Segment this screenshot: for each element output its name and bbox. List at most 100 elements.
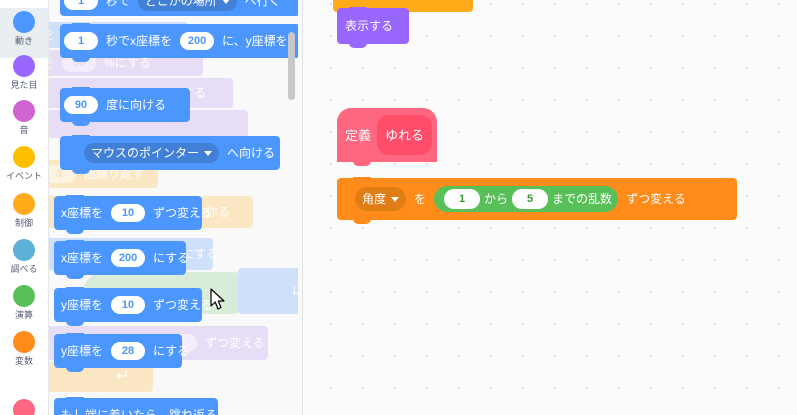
palette-block-glide-to[interactable]: 1 秒で どこかの場所 へ行く: [60, 0, 298, 16]
set-y-prefix: y座標を: [61, 344, 104, 358]
control-category-icon: [13, 193, 35, 215]
palette-block-point-towards[interactable]: マウスのポインター へ向ける: [60, 135, 280, 174]
workspace-define-hat-block[interactable]: 定義 ゆれる: [337, 108, 437, 166]
block-notch-top: [353, 177, 371, 182]
sidebar-item-label: 音: [19, 125, 29, 135]
sensing-category-icon: [13, 239, 35, 261]
glide-target-label: どこかの場所: [145, 0, 217, 8]
block-notch-top: [66, 240, 84, 245]
ghost-block-suffix: にする: [182, 247, 219, 261]
ghost-block-suffix: ずつ変える: [205, 336, 265, 350]
glide-mid-label: 秒で: [106, 0, 131, 8]
random-mid-label: から: [484, 192, 509, 206]
sound-category-icon: [13, 100, 35, 122]
palette-block-change-x-by[interactable]: x座標を 10 ずつ変える: [54, 195, 213, 234]
palette-block-if-on-edge-bounce[interactable]: もし端に着いたら、跳ね返る: [54, 397, 218, 415]
sidebar-item-label: 制御: [14, 218, 33, 228]
block-notch-top: [66, 333, 84, 338]
block-notch-top: [72, 135, 90, 140]
block-notch-bottom: [66, 229, 84, 234]
palette-block-change-y-by[interactable]: y座標を 10 ずつ変える: [54, 287, 213, 326]
block-notch-top: [349, 7, 367, 12]
block-notch-top: [72, 87, 90, 92]
set-y-input[interactable]: 28: [111, 342, 146, 360]
glide-xy-post-label: に、y座標を: [222, 34, 288, 48]
category-sidebar[interactable]: 動き 見た目 音 イベント 制御 調べる 演算 変数: [0, 0, 49, 415]
define-keyword-label: 定義: [345, 127, 372, 143]
point-towards-label: マウスのポインター: [91, 146, 200, 160]
palette-block-glide-xy[interactable]: 1 秒でx座標を 200 に、y座標を: [60, 23, 298, 62]
procedure-prototype-label[interactable]: ゆれる: [377, 115, 433, 155]
change-x-prefix: x座標を: [61, 206, 104, 220]
palette-scrollbar[interactable]: [288, 32, 295, 100]
block-notch-bottom: [66, 321, 84, 326]
chevron-down-icon: [204, 150, 213, 156]
set-x-prefix: x座標を: [61, 251, 104, 265]
glide-xy-x-input[interactable]: 200: [180, 32, 215, 50]
glide-target-dropdown[interactable]: どこかの場所: [138, 0, 237, 11]
sidebar-item-my-blocks[interactable]: [0, 396, 48, 415]
chevron-down-icon: [391, 196, 400, 202]
variable-connector-label: を: [414, 192, 427, 206]
block-notch-bottom: [72, 57, 90, 62]
block-notch-top: [66, 397, 84, 402]
sidebar-item-motion[interactable]: 動き: [0, 8, 48, 58]
glide-xy-mid-label: 秒でx座標を: [106, 34, 173, 48]
palette-block-set-y-to[interactable]: y座標を 28 にする: [54, 333, 189, 372]
motion-category-icon: [13, 11, 35, 33]
change-by-suffix-label: ずつ変える: [626, 192, 686, 206]
block-notch-bottom: [66, 274, 84, 279]
direction-input[interactable]: 90: [64, 96, 98, 114]
sidebar-item-operators[interactable]: 演算: [0, 282, 48, 332]
variables-category-icon: [13, 331, 35, 353]
workspace-canvas[interactable]: 表示する 定義 ゆれる 角度 を 1 から 5 までの乱数 ずつ変える: [303, 0, 797, 415]
point-towards-dropdown[interactable]: マウスのポインター: [84, 143, 220, 163]
glide-seconds-input[interactable]: 1: [64, 0, 98, 10]
direction-label: 度に向ける: [106, 98, 167, 112]
palette-block-set-x-to[interactable]: x座標を 200 にする: [54, 240, 189, 279]
sidebar-item-looks[interactable]: 見た目: [0, 52, 48, 102]
glide-post-label: へ行く: [244, 0, 281, 8]
change-y-input[interactable]: 10: [111, 296, 146, 314]
sidebar-item-label: 調べる: [10, 264, 38, 274]
workspace-change-variable-block[interactable]: 角度 を 1 から 5 までの乱数 ずつ変える: [337, 177, 737, 224]
workspace-looks-show-block[interactable]: 表示する: [337, 7, 409, 48]
sidebar-item-label: イベント: [5, 171, 42, 181]
ghost-block-suffix: %にする: [104, 56, 151, 70]
sidebar-item-events[interactable]: イベント: [0, 143, 48, 193]
ghost-block-prefix: を: [48, 28, 55, 42]
ghost-block-set-generic: にする: [238, 268, 298, 314]
block-notch-top: [72, 23, 90, 28]
sidebar-item-variables[interactable]: 変数: [0, 328, 48, 378]
block-notch-bottom: [66, 367, 84, 372]
sidebar-item-sensing[interactable]: 調べる: [0, 236, 48, 286]
point-towards-suffix: へ向ける: [227, 146, 276, 160]
block-notch-top: [66, 195, 84, 200]
random-to-input[interactable]: 5: [512, 189, 549, 209]
chevron-down-icon: [221, 0, 230, 4]
glide-xy-seconds-input[interactable]: 1: [64, 32, 98, 50]
my-blocks-category-icon: [13, 399, 35, 415]
change-y-suffix: ずつ変える: [153, 298, 213, 312]
sidebar-item-sound[interactable]: 音: [0, 97, 48, 147]
change-x-input[interactable]: 10: [111, 204, 146, 222]
set-x-input[interactable]: 200: [111, 249, 146, 267]
palette-block-point-in-direction[interactable]: 90 度に向ける: [60, 87, 190, 126]
block-palette[interactable]: を -100 にする を 50 %にする にする 3 回繰り返す ンを作る にす…: [48, 0, 298, 415]
operators-category-icon: [13, 285, 35, 307]
random-tail-label: までの乱数: [552, 192, 613, 206]
sidebar-item-label: 動き: [14, 36, 33, 46]
sidebar-item-control[interactable]: 制御: [0, 190, 48, 240]
ghost-block-prefix: を: [48, 56, 55, 70]
sidebar-item-label: 演算: [14, 310, 33, 320]
block-notch-bottom: [72, 169, 90, 174]
palette-workspace-divider: [302, 0, 303, 415]
if-on-edge-bounce-label: もし端に着いたら、跳ね返る: [61, 408, 218, 415]
variable-dropdown[interactable]: 角度: [355, 187, 407, 211]
variable-dropdown-label: 角度: [362, 192, 387, 206]
change-x-suffix: ずつ変える: [153, 206, 213, 220]
ghost-block-suffix: 回繰り返す: [84, 167, 145, 181]
random-from-input[interactable]: 1: [444, 189, 481, 209]
operator-random-block[interactable]: 1 から 5 までの乱数: [434, 186, 619, 212]
